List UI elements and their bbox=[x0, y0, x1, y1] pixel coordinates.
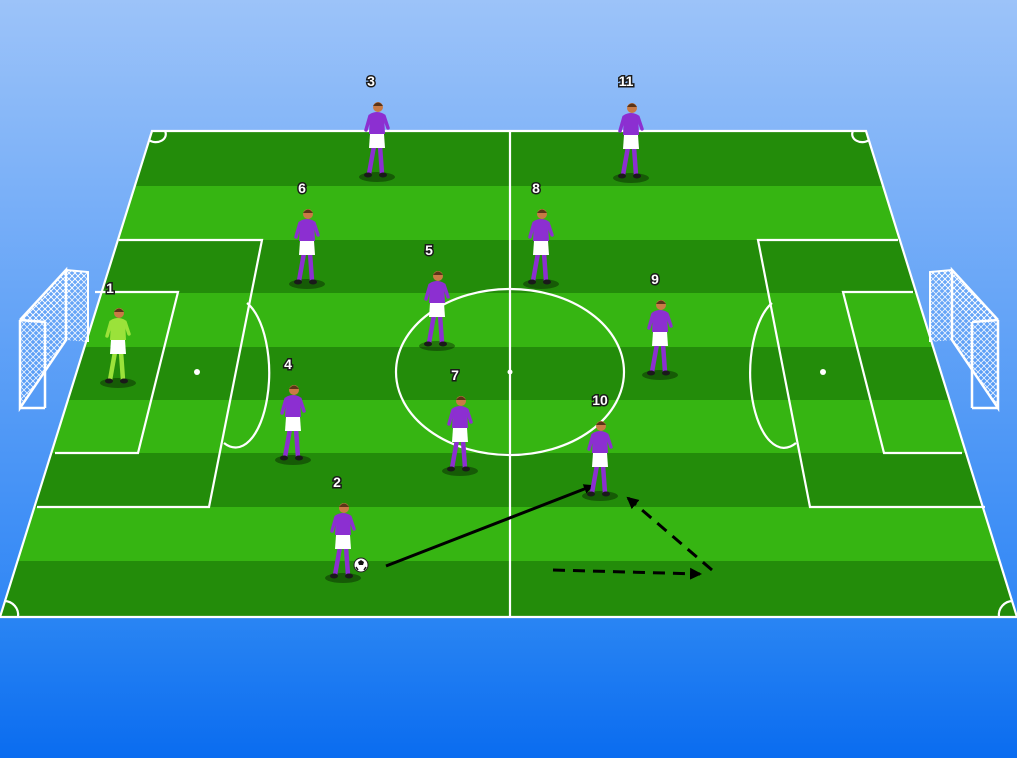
left-penalty-spot bbox=[194, 369, 200, 375]
player-shorts bbox=[299, 241, 315, 255]
player-number-label: 7 bbox=[451, 367, 459, 383]
pitch-stripe bbox=[0, 561, 1017, 617]
player-shadow bbox=[642, 370, 678, 380]
player-leg bbox=[296, 429, 298, 457]
player-shorts bbox=[110, 340, 126, 354]
player-leg bbox=[603, 465, 605, 493]
player-shorts bbox=[335, 535, 351, 549]
player-shadow bbox=[442, 466, 478, 476]
player-boot bbox=[602, 492, 610, 497]
player-boot bbox=[280, 456, 288, 461]
player-shorts bbox=[369, 134, 385, 148]
player-boot bbox=[633, 174, 641, 179]
player-boot bbox=[447, 467, 455, 472]
player-boot bbox=[662, 371, 670, 376]
player-number-label: 5 bbox=[425, 242, 433, 258]
player-boot bbox=[618, 174, 626, 179]
pitch-stripe bbox=[0, 240, 1017, 293]
player-shorts bbox=[652, 332, 668, 346]
centre-spot bbox=[508, 370, 513, 375]
player-leg bbox=[463, 440, 465, 468]
player-number-label: 6 bbox=[298, 180, 306, 196]
player-boot bbox=[543, 280, 551, 285]
player-boot bbox=[462, 467, 470, 472]
player-leg bbox=[310, 253, 312, 281]
player-leg bbox=[440, 315, 442, 343]
player-number-label: 4 bbox=[284, 356, 292, 372]
player-shadow bbox=[419, 341, 455, 351]
player-boot bbox=[379, 173, 387, 178]
player-boot bbox=[295, 456, 303, 461]
player-boot bbox=[587, 492, 595, 497]
player-boot bbox=[120, 379, 128, 384]
player-boot bbox=[424, 342, 432, 347]
player-number-label: 10 bbox=[592, 392, 608, 408]
floor-background bbox=[0, 617, 1017, 758]
player-leg bbox=[121, 352, 123, 380]
player-shadow bbox=[523, 279, 559, 289]
player-shadow bbox=[613, 173, 649, 183]
pitch-stripe bbox=[0, 293, 1017, 347]
player-shadow bbox=[275, 455, 311, 465]
player-leg bbox=[544, 253, 546, 281]
player-number-label: 9 bbox=[651, 271, 659, 287]
player-shadow bbox=[359, 172, 395, 182]
player-boot bbox=[528, 280, 536, 285]
pitch-stripe bbox=[0, 131, 1017, 186]
player-boot bbox=[294, 280, 302, 285]
player-number-label: 1 bbox=[106, 280, 114, 296]
player-boot bbox=[364, 173, 372, 178]
player-boot bbox=[309, 280, 317, 285]
player-shorts bbox=[285, 417, 301, 431]
pitch-stripe bbox=[0, 507, 1017, 561]
player-boot bbox=[330, 574, 338, 579]
pitch-stripe bbox=[0, 400, 1017, 453]
pitch-stripe bbox=[0, 453, 1017, 507]
player-boot bbox=[439, 342, 447, 347]
player-boot bbox=[647, 371, 655, 376]
player-shorts bbox=[533, 241, 549, 255]
player-leg bbox=[346, 547, 348, 575]
player-number-label: 3 bbox=[367, 73, 375, 89]
player-leg bbox=[380, 146, 382, 174]
player-shadow bbox=[325, 573, 361, 583]
player-leg bbox=[663, 344, 665, 372]
player-boot bbox=[105, 379, 113, 384]
player-number-label: 2 bbox=[333, 474, 341, 490]
player-shorts bbox=[592, 453, 608, 467]
player-number-label: 8 bbox=[532, 180, 540, 196]
pitch-stripe bbox=[0, 186, 1017, 240]
right-penalty-spot bbox=[820, 369, 826, 375]
player-shadow bbox=[100, 378, 136, 388]
player-shadow bbox=[289, 279, 325, 289]
player-shorts bbox=[429, 303, 445, 317]
player-number-label: 11 bbox=[619, 73, 634, 89]
player-shorts bbox=[452, 428, 468, 442]
player-leg bbox=[634, 147, 636, 175]
player-shorts bbox=[623, 135, 639, 149]
player-shadow bbox=[582, 491, 618, 501]
player-boot bbox=[345, 574, 353, 579]
football bbox=[354, 558, 368, 572]
